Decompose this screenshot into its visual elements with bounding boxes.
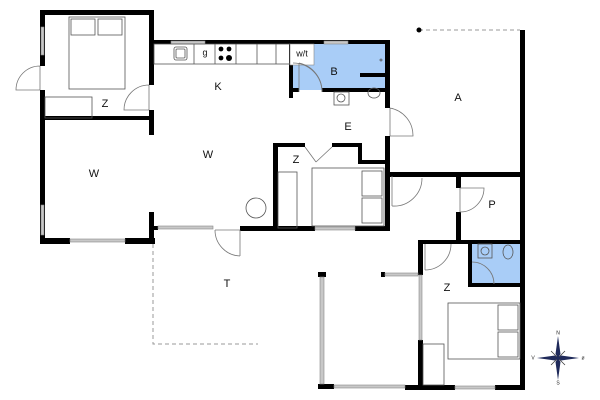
toilet-icon (367, 87, 381, 99)
label-bedroom-center: Z (293, 154, 300, 166)
door-wc (471, 261, 495, 285)
label-entrance: E (344, 121, 351, 133)
door-nw-bedroom (123, 84, 150, 111)
compass-south: S (556, 380, 560, 386)
doors (15, 62, 495, 285)
compass-west: V (531, 355, 535, 361)
door-entrance (389, 107, 414, 137)
door-nw-exterior (15, 65, 41, 91)
label-storage: P (488, 199, 495, 211)
door-se-bedroom (424, 243, 452, 271)
terrace-outline (152, 244, 258, 345)
door-bathroom-arc (292, 62, 323, 93)
label-wc: w/t (295, 48, 308, 58)
label-bedroom-se: Z (444, 282, 451, 294)
door-center-bedroom (304, 146, 333, 163)
door-storage (459, 187, 485, 213)
label-bathroom: B (330, 66, 337, 78)
door-corridor (391, 176, 423, 207)
label-annex: A (454, 92, 462, 104)
stove-icon (218, 46, 232, 61)
sink-icon (173, 46, 188, 61)
round-table (245, 197, 267, 219)
label-kitchen: K (214, 81, 222, 93)
label-terrace: T (224, 278, 231, 290)
label-bedroom-nw: Z (102, 98, 109, 110)
corner-marker (416, 27, 422, 33)
bed-center (311, 167, 385, 227)
wc-floor (471, 242, 521, 285)
room-labels: Z K W W w/t B E Z A P Z T g (89, 47, 496, 294)
bed-se (447, 302, 521, 360)
door-terrace (214, 229, 241, 257)
windows (40, 26, 496, 390)
label-kitchen-appliance: g (202, 47, 207, 57)
walls (40, 10, 525, 390)
label-living-main: W (203, 149, 214, 161)
washbasin-icon (333, 91, 350, 106)
compass-rose-icon: N S V ø (531, 330, 584, 386)
bed-nw (68, 16, 126, 90)
compass-north: N (556, 330, 560, 336)
label-living-west: W (89, 168, 100, 180)
compass-east: ø (581, 355, 584, 361)
furniture (44, 16, 521, 386)
